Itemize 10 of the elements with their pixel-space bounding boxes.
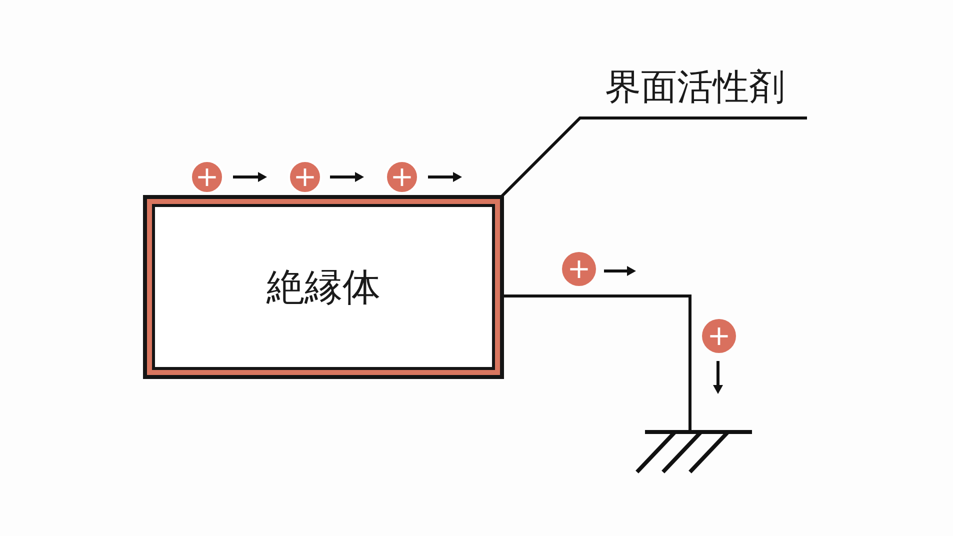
positive-charge: + xyxy=(288,160,322,194)
surfactant-label: 界面活性剤 xyxy=(583,64,807,112)
insulator-label: 絶縁体 xyxy=(266,264,380,310)
positive-charge: + xyxy=(385,160,419,194)
leader-line xyxy=(500,116,807,198)
ground-wire xyxy=(504,294,692,432)
positive-charge: + xyxy=(562,252,596,286)
positive-charge: + xyxy=(702,319,736,353)
ground-symbol xyxy=(634,430,754,474)
positive-charge: + xyxy=(190,160,224,194)
